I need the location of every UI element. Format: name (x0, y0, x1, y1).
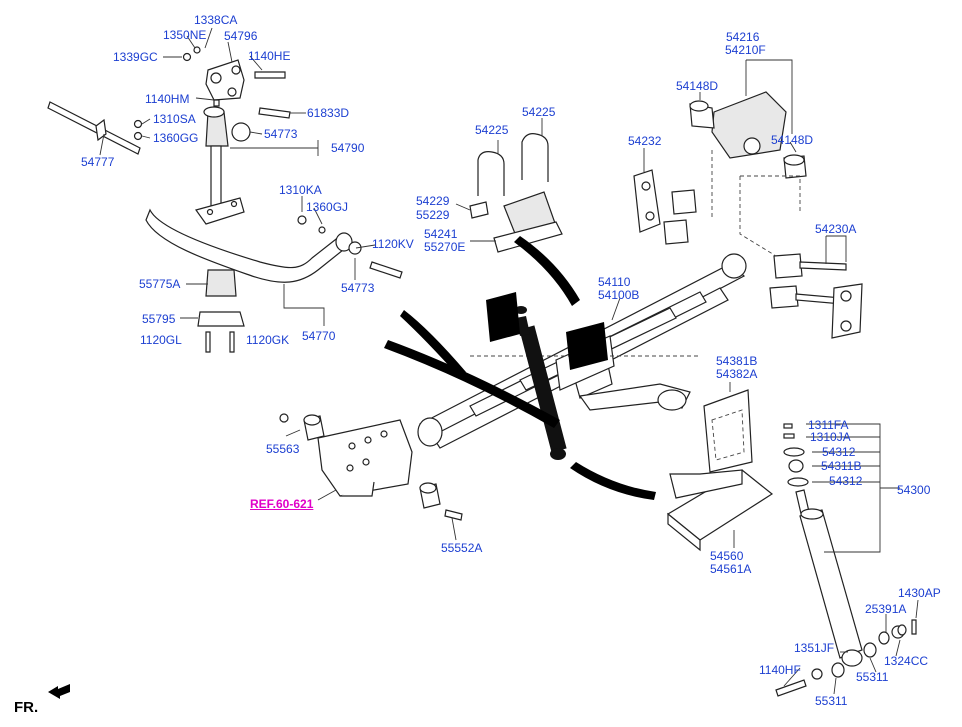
spring-seat-plate (666, 469, 774, 552)
part-label-54560[interactable]: 54560 (710, 549, 744, 563)
part-label-54229[interactable]: 54229 (416, 194, 450, 208)
part-label-54773-lower[interactable]: 54773 (341, 281, 375, 295)
part-label-1310JA[interactable]: 1310JA (810, 430, 851, 444)
part-label-55795[interactable]: 55795 (142, 312, 176, 326)
part-label-1351JF[interactable]: 1351JF (794, 641, 835, 655)
part-label-54770[interactable]: 54770 (302, 329, 336, 343)
part-label-1338CA[interactable]: 1338CA (194, 13, 238, 27)
direction-arrows (384, 236, 656, 500)
strap-54777 (47, 101, 141, 155)
leader-lines (99, 27, 919, 695)
front-direction-arrow-icon (48, 684, 70, 699)
spring-front-bracket (279, 413, 463, 521)
part-label-55563[interactable]: 55563 (266, 442, 300, 456)
part-label-1120KV[interactable]: 1120KV (372, 237, 414, 251)
part-label-54216[interactable]: 54216 (726, 30, 760, 44)
part-label-54100B[interactable]: 54100B (598, 288, 640, 302)
stabilizer-link-assembly (133, 46, 291, 225)
front-direction-label: FR. (14, 699, 39, 716)
part-label-54148D-left[interactable]: 54148D (676, 79, 719, 93)
part-label-54225-left[interactable]: 54225 (475, 123, 509, 137)
part-label-54312-lower[interactable]: 54312 (829, 474, 863, 488)
part-label-54773-upper[interactable]: 54773 (264, 127, 298, 141)
part-label-54381B[interactable]: 54381B (716, 354, 758, 368)
part-label-54382A[interactable]: 54382A (716, 367, 758, 381)
part-label-54230A[interactable]: 54230A (815, 222, 857, 236)
part-label-54796[interactable]: 54796 (224, 29, 258, 43)
part-label-1120GL[interactable]: 1120GL (140, 333, 182, 347)
part-label-54777[interactable]: 54777 (81, 155, 115, 169)
part-label-1324CC[interactable]: 1324CC (884, 654, 929, 668)
part-label-54110[interactable]: 54110 (598, 275, 631, 289)
part-label-54312-upper[interactable]: 54312 (822, 445, 856, 459)
part-label-55775A[interactable]: 55775A (139, 277, 181, 291)
part-label-1140HE[interactable]: 1140HE (248, 49, 291, 63)
part-label-54311B[interactable]: 54311B (821, 459, 862, 473)
shock-absorber-assembly (775, 423, 917, 697)
part-label-54790[interactable]: 54790 (331, 141, 365, 155)
part-label-55270E[interactable]: 55270E (424, 240, 466, 254)
part-label-25391A[interactable]: 25391A (865, 602, 907, 616)
stabilizer-bar (145, 208, 403, 353)
part-label-1140HF[interactable]: 1140HF (759, 663, 801, 677)
part-label-54232[interactable]: 54232 (628, 134, 662, 148)
part-label-54225-right[interactable]: 54225 (522, 105, 556, 119)
part-label-1360GJ[interactable]: 1360GJ (306, 200, 349, 214)
part-label-61833D[interactable]: 61833D (307, 106, 350, 120)
part-label-1430AP[interactable]: 1430AP (898, 586, 941, 600)
bump-stopper-plate (703, 389, 753, 473)
part-label-54300[interactable]: 54300 (897, 483, 931, 497)
leaf-spring (417, 253, 747, 449)
part-label-1360GG[interactable]: 1360GG (153, 131, 199, 145)
reference-link[interactable]: REF.60-621 (250, 497, 314, 511)
part-label-54210F[interactable]: 54210F (725, 43, 766, 57)
part-label-1350NE[interactable]: 1350NE (163, 28, 207, 42)
part-label-1140HM[interactable]: 1140HM (145, 92, 190, 106)
part-label-55311-right[interactable]: 55311 (856, 670, 889, 684)
part-label-55311-bottom[interactable]: 55311 (815, 694, 848, 708)
part-label-54561A[interactable]: 54561A (710, 562, 752, 576)
part-label-1310KA[interactable]: 1310KA (279, 183, 322, 197)
part-label-55229[interactable]: 55229 (416, 208, 450, 222)
part-label-55552A[interactable]: 55552A (441, 541, 483, 555)
shackle-hanger-assembly (633, 91, 863, 339)
part-label-1339GC[interactable]: 1339GC (113, 50, 158, 64)
part-label-54241[interactable]: 54241 (424, 227, 458, 241)
part-label-1120GK[interactable]: 1120GK (246, 333, 290, 347)
part-label-1311FA[interactable]: 1311FA (808, 418, 849, 432)
part-label-1310SA[interactable]: 1310SA (153, 112, 196, 126)
u-bolts-and-pad (469, 133, 563, 253)
part-label-54148D-right[interactable]: 54148D (771, 133, 814, 147)
